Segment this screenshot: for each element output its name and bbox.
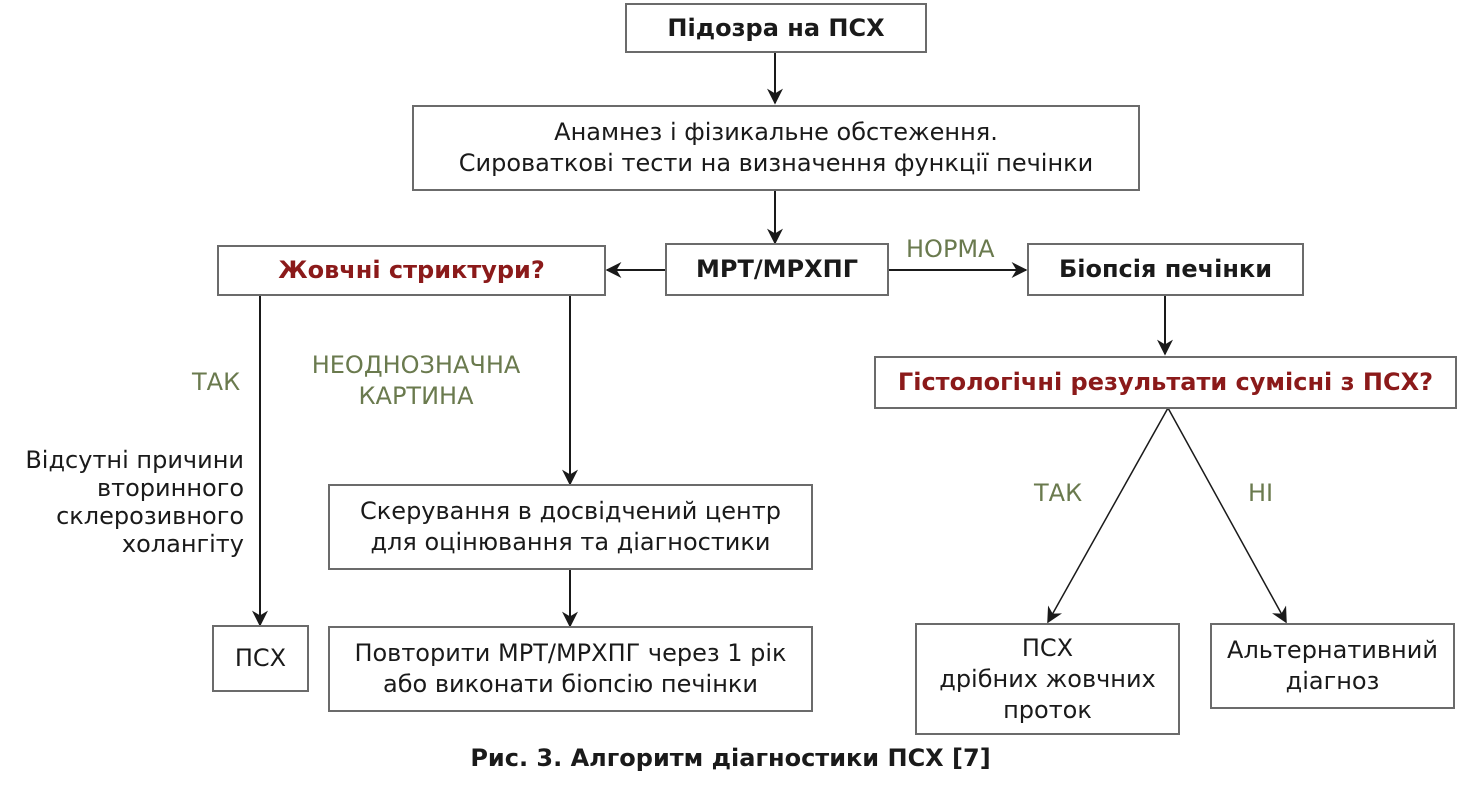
- node-referral-label: Скерування в досвідчений центр для оціню…: [360, 497, 781, 556]
- note-no-secondary-causes: Відсутні причини вторинного склерозивног…: [25, 446, 244, 558]
- node-psc: ПСХ: [212, 625, 309, 692]
- edge-label-normal: НОРМА: [906, 235, 995, 263]
- node-small-duct-psc: ПСХ дрібних жовчних проток: [915, 623, 1180, 735]
- node-history-label: Анамнез і фізикальне обстеження. Сироват…: [458, 118, 1094, 177]
- node-biopsy: Біопсія печінки: [1027, 243, 1304, 296]
- node-alternative: Альтернативний діагноз: [1210, 623, 1455, 709]
- node-repeat: Повторити МРТ/МРХПГ через 1 рік або вико…: [328, 626, 813, 712]
- node-suspicion: Підозра на ПСХ: [625, 3, 927, 53]
- node-mri-label: МРТ/МРХПГ: [696, 255, 858, 283]
- node-history: Анамнез і фізикальне обстеження. Сироват…: [412, 105, 1140, 191]
- node-suspicion-label: Підозра на ПСХ: [667, 13, 885, 42]
- node-biopsy-label: Біопсія печінки: [1058, 255, 1273, 283]
- edge-label-yes-left: ТАК: [192, 368, 241, 396]
- edge-label-yes-right: ТАК: [1034, 479, 1083, 507]
- edge-label-no-right: НІ: [1248, 479, 1274, 507]
- node-strictures: Жовчні стриктури?: [217, 245, 606, 296]
- node-psc-label: ПСХ: [234, 644, 287, 672]
- node-alternative-label: Альтернативний діагноз: [1227, 636, 1438, 695]
- node-small-duct-psc-label: ПСХ дрібних жовчних проток: [939, 633, 1156, 724]
- arrow-histology-to-alternative: [1167, 407, 1287, 624]
- node-referral: Скерування в досвідчений центр для оціню…: [328, 484, 813, 570]
- figure-caption: Рис. 3. Алгоритм діагностики ПСХ [7]: [470, 744, 991, 772]
- node-mri: МРТ/МРХПГ: [665, 243, 889, 296]
- node-strictures-label: Жовчні стриктури?: [278, 256, 545, 284]
- node-repeat-label: Повторити МРТ/МРХПГ через 1 рік або вико…: [354, 639, 787, 698]
- node-histology-label: Гістологічні результати сумісні з ПСХ?: [897, 368, 1434, 396]
- edge-label-ambiguous: НЕОДНОЗНАЧНА КАРТИНА: [311, 351, 521, 410]
- node-histology: Гістологічні результати сумісні з ПСХ?: [874, 356, 1457, 409]
- arrow-histology-to-small-duct: [1047, 407, 1169, 624]
